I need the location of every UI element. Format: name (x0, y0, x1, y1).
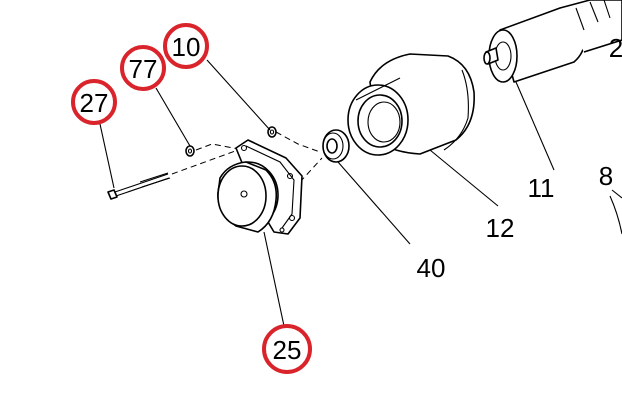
leader-line-27 (99, 123, 115, 189)
rotor-assembly-part (483, 0, 622, 83)
callout-ring (262, 324, 312, 374)
bearing-part (322, 129, 350, 163)
leader-line-10 (206, 59, 271, 131)
callout-number-10: 10 (172, 32, 201, 62)
callout-ring (163, 23, 209, 69)
part-label-12: 12 (486, 213, 515, 243)
assembly-axis-line (171, 149, 239, 175)
part-label-11: 11 (528, 173, 555, 203)
partial-part-edge (609, 195, 622, 235)
leader-line-25 (263, 231, 285, 327)
end-cover-part (217, 139, 303, 235)
callout-ring (120, 45, 166, 91)
leader-line-40 (337, 161, 411, 245)
callout-77: 77 (120, 45, 166, 91)
assembly-axis-line (299, 157, 323, 183)
callout-25: 25 (262, 324, 312, 374)
callout-ring (71, 79, 117, 125)
callout-27: 27 (71, 79, 117, 125)
callout-number-27: 27 (80, 88, 109, 118)
stator-housing-part (347, 53, 475, 156)
assembly-axis-line (275, 131, 321, 153)
leader-line-11 (515, 81, 555, 171)
leader-line-77 (155, 87, 191, 147)
callout-number-25: 25 (273, 335, 302, 365)
callout-number-77: 77 (129, 54, 158, 84)
washer-part (185, 145, 195, 157)
part-label-40: 40 (417, 253, 446, 283)
part-label-8: 8 (599, 161, 613, 191)
long-bolt-part (107, 172, 171, 200)
leader-line-8 (611, 189, 622, 199)
assembly-axis-line (195, 143, 245, 151)
callout-10: 10 (163, 23, 209, 69)
leader-line-12 (429, 149, 499, 207)
part-label-2: 2 (609, 33, 622, 63)
